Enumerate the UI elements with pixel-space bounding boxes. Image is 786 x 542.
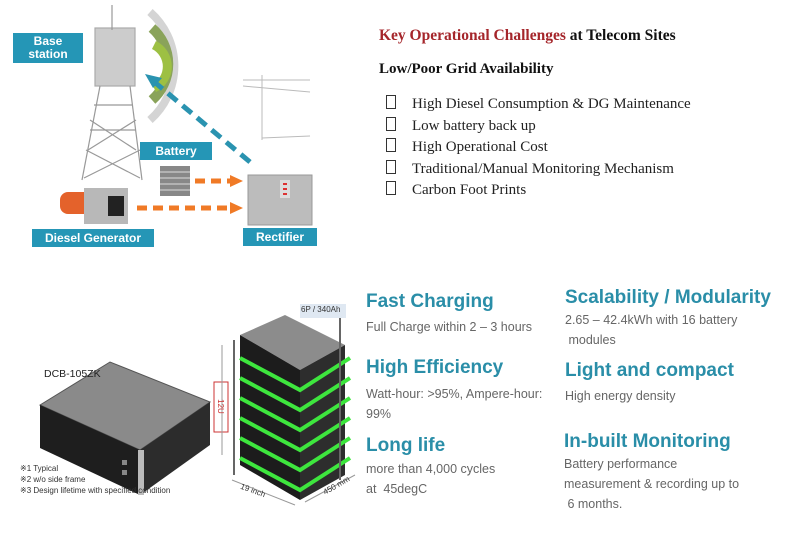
feature-desc-line: 2.65 – 42.4kWh with 16 battery: [565, 313, 738, 327]
challenges-title-highlight: Key Operational Challenges: [379, 27, 566, 44]
footnotes: ※1 Typical ※2 w/o side frame ※3 Design l…: [20, 463, 170, 496]
battery-label: Battery: [140, 142, 212, 160]
feature-title: Fast Charging: [366, 291, 494, 312]
base-station-label: Base station: [13, 33, 83, 63]
feature-title: Light and compact: [565, 360, 734, 381]
challenges-subtitle: Low/Poor Grid Availability: [379, 61, 554, 77]
feature-desc: 2.65 – 42.4kWh with 16 battery modules: [565, 310, 737, 350]
list-item: Traditional/Manual Monitoring Mechanism: [386, 159, 691, 181]
bullet-box-icon: [386, 159, 396, 174]
bullet-box-icon: [386, 116, 396, 131]
list-item-text: High Operational Cost: [412, 139, 548, 155]
feature-desc: more than 4,000 cycles at 45degC: [366, 459, 495, 499]
feature-desc-line: more than 4,000 cycles: [366, 462, 496, 476]
feature-desc-line: High energy density: [565, 389, 676, 403]
diesel-generator-label: Diesel Generator: [32, 229, 154, 247]
bullet-box-icon: [386, 138, 396, 152]
challenges-title: Key Operational Challenges at Telecom Si…: [379, 27, 676, 45]
list-item-text: Low battery back up: [412, 117, 536, 134]
list-item-text: Traditional/Manual Monitoring Mechanism: [412, 160, 674, 177]
feature-title: Long life: [366, 435, 446, 456]
bullet-box-icon: [386, 95, 396, 109]
feature-desc-line: Watt-hour: >95%, Ampere-hour:: [366, 387, 543, 401]
diagram-illustration: [60, 5, 313, 226]
list-item: Low battery back up: [386, 116, 691, 138]
footnote: ※1 Typical: [20, 464, 59, 473]
feature-desc-line: 6 months.: [564, 497, 623, 511]
feature-desc-line: modules: [565, 333, 616, 347]
feature-title: High Efficiency: [366, 357, 504, 378]
challenges-list: High Diesel Consumption & DG Maintenance…: [386, 94, 691, 202]
feature-title: In-built Monitoring: [564, 431, 731, 452]
list-item-text: Carbon Foot Prints: [412, 182, 527, 198]
feature-desc: High energy density: [565, 386, 675, 406]
list-item-text: High Diesel Consumption & DG Maintenance: [412, 96, 691, 112]
feature-desc-line: 99%: [366, 407, 392, 421]
feature-desc-line: Battery performance: [564, 457, 678, 471]
challenges-title-rest: at Telecom Sites: [565, 27, 676, 44]
feature-desc-line: at 45degC: [366, 482, 428, 496]
feature-title: Scalability / Modularity: [565, 287, 771, 308]
list-item: High Diesel Consumption & DG Maintenance: [386, 94, 691, 116]
footnote: ※3 Design lifetime with specified condit…: [20, 486, 171, 495]
telecom-site-diagram: Base station Battery Diesel Generator Re…: [0, 0, 340, 250]
height-label: 12U: [215, 399, 225, 414]
feature-desc: Full Charge within 2 – 3 hours: [366, 317, 532, 337]
footnote: ※2 w/o side frame: [20, 475, 86, 484]
rack-capacity-label: 6P / 340Ah: [301, 305, 341, 314]
feature-desc: Battery performance measurement & recordi…: [564, 454, 739, 514]
list-item: Carbon Foot Prints: [386, 180, 691, 202]
list-item: High Operational Cost: [386, 137, 691, 159]
feature-desc-line: measurement & recording up to: [564, 477, 740, 491]
model-name: DCB-105ZK: [44, 368, 101, 380]
tower-icon: [81, 5, 143, 181]
bullet-box-icon: [386, 181, 396, 195]
feature-desc-line: Full Charge within 2 – 3 hours: [366, 320, 533, 334]
feature-desc: Watt-hour: >95%, Ampere-hour: 99%: [366, 384, 542, 424]
product-illustration: DCB-105ZK 6P / 340Ah 12U 19 inch 450 mm …: [0, 290, 360, 510]
battery-cabinet-drawing: [38, 304, 356, 506]
rack-stack: [213, 304, 356, 506]
rectifier-label: Rectifier: [243, 228, 317, 246]
